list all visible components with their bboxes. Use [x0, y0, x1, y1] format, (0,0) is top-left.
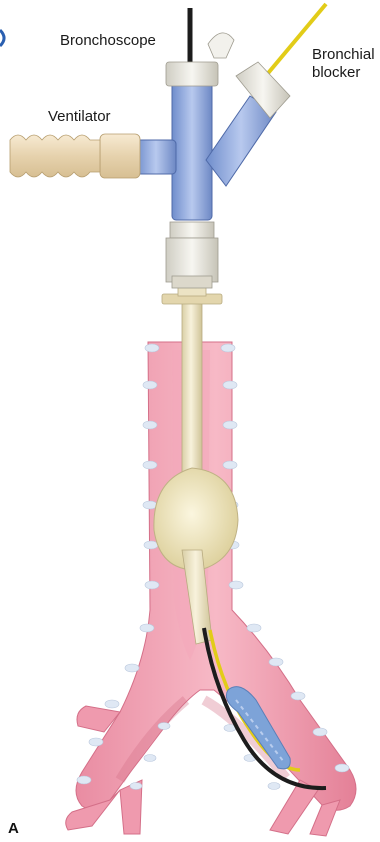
panel-label: A — [8, 820, 19, 837]
hinged-cap-icon — [208, 33, 234, 58]
cropped-mark — [0, 30, 4, 46]
label-bronchoscope: Bronchoscope — [60, 32, 156, 50]
corrugated-elbow-icon — [10, 134, 140, 178]
airway-connector — [136, 33, 290, 288]
label-bronchial-blocker-line1: Bronchial — [312, 46, 375, 64]
trachea — [66, 342, 356, 836]
label-ventilator: Ventilator — [48, 108, 111, 126]
label-bronchial-blocker-line2: blocker — [312, 64, 360, 82]
